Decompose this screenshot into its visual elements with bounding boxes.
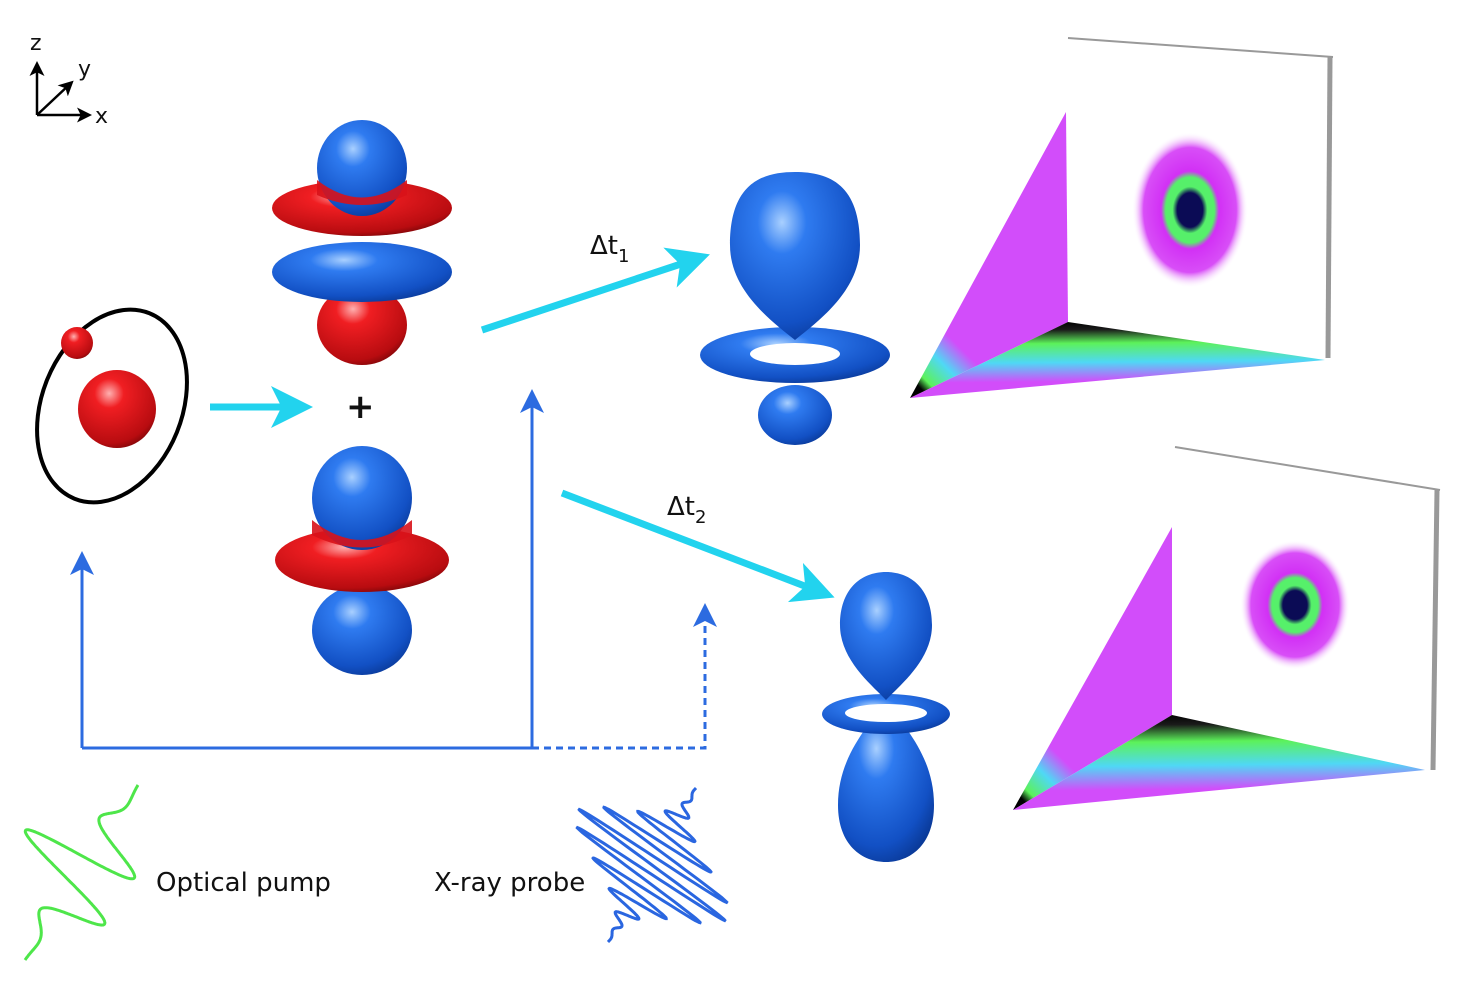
diffraction-spot-2 xyxy=(1240,540,1350,670)
beam-paths xyxy=(70,389,717,750)
delay-2-arrow xyxy=(560,489,835,603)
z-axis-label: z xyxy=(30,31,42,56)
xray-probe-wave-icon xyxy=(575,786,729,944)
delay-2-label: Δt2 xyxy=(667,492,706,528)
electron xyxy=(61,327,93,359)
optical-pump-wave-icon xyxy=(23,784,140,961)
delay-1-arrow xyxy=(480,247,710,334)
y-axis-label: y xyxy=(78,57,91,82)
delay-1-label: Δt1 xyxy=(590,231,629,267)
xray-probe-label: X-ray probe xyxy=(434,868,585,898)
superposition-plus: + xyxy=(346,387,375,427)
y-axis-arrow xyxy=(36,80,74,116)
orbital-delay-1 xyxy=(700,172,890,445)
detector-1 xyxy=(910,37,1334,398)
detector-2 xyxy=(1013,446,1441,810)
diffraction-spot-1 xyxy=(1132,132,1248,288)
x-axis-label: x xyxy=(95,104,108,129)
electron-orbit xyxy=(35,307,189,505)
probe-beam-line-2-dashed xyxy=(532,603,717,750)
atom xyxy=(35,307,189,505)
orbital-state-b xyxy=(275,446,449,675)
orbital-state-a xyxy=(272,120,452,365)
orbital-delay-2 xyxy=(822,572,950,862)
optical-pump-label: Optical pump xyxy=(156,868,331,898)
nucleus xyxy=(78,370,156,448)
coordinate-axes: z y x xyxy=(29,31,108,129)
